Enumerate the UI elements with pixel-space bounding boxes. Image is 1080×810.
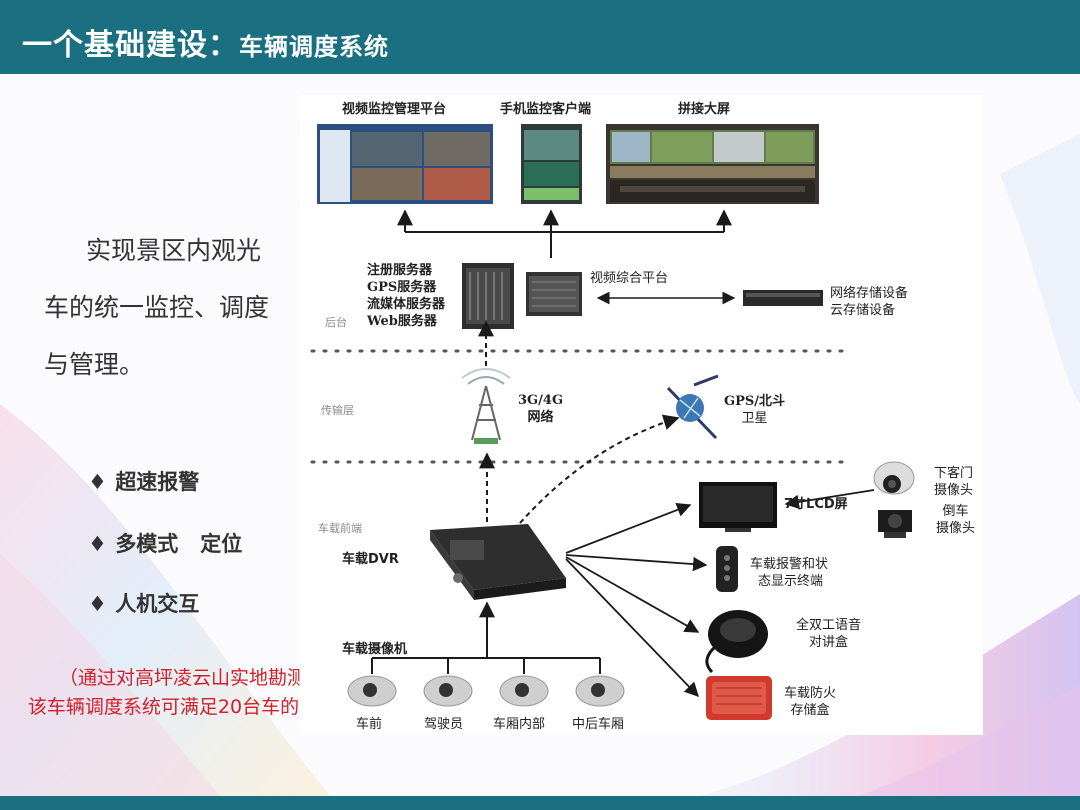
door-camera-label: 下客门 摄像头 [934,465,973,499]
video-wall-screen [606,124,819,204]
feature-label: 人机交互 [115,592,200,616]
label-vehicle-dvr: 车载DVR [342,552,399,567]
rear-camera-line: 摄像头 [936,521,976,536]
footer-bar [0,796,1080,810]
alarm-terminal-line: 车载报警和状 [750,557,829,572]
alarm-terminal-label: 车载报警和状 态显示终端 [750,556,828,590]
server-rack-icon [462,263,514,329]
firebox-line: 车载防火 [784,686,837,701]
storage-device-icon [743,290,823,306]
feature-item: ♦ 人机交互 [88,588,199,618]
intercom-box-icon [705,610,768,674]
page-title-main: 一个基础建设： [22,28,239,63]
diamond-bullet-icon: ♦ [88,592,107,616]
camera-label: 车前 [356,717,383,732]
label-video-platform: 视频监控管理平台 [342,102,447,117]
network-line: 网络 [527,410,554,425]
intro-text: 实现景区内观光 车的统一监控、调度 与管理。 [44,222,280,393]
note-line-1: （通过对高坪凌云山实地勘测， [58,667,325,689]
mobile-client-screen [521,124,582,204]
video-platform-screen [317,124,493,204]
layer-transport: 传输层 [321,404,354,417]
label-vehicle-cameras: 车载摄像机 [342,642,408,657]
rear-camera-label: 倒车 摄像头 [936,503,975,537]
intro-line-2: 车的统一监控、调度 [44,293,270,322]
storage-labels: 网络存储设备 云存储设备 [830,285,908,319]
storage-item: 网络存储设备 [830,286,909,301]
fireproof-box-icon [706,676,772,720]
intercom-line: 全双工语音 [796,618,862,633]
diamond-bullet-icon: ♦ [88,470,107,494]
label-video-integrated-platform: 视频综合平台 [590,271,669,286]
server-item: 流媒体服务器 [367,297,446,312]
label-lcd: 7寸LCD屏 [784,497,848,512]
label-mobile-client: 手机监控客户端 [500,102,592,117]
lcd-monitor-icon [699,482,777,532]
vehicle-camera-icon [575,675,625,707]
vehicle-camera-icon [423,675,473,707]
intro-line-1: 实现景区内观光 [86,236,262,265]
feature-item: ♦ 超速报警 [88,466,199,496]
network-label: 3G/4G 网络 [518,392,563,426]
dome-camera-icon [873,461,915,495]
intro-line-3: 与管理。 [44,350,145,379]
vehicle-camera-icon [347,675,397,707]
page-title-sub: 车辆调度系统 [239,33,389,61]
feature-label: 多模式 定位 [115,532,243,556]
survey-note: （通过对高坪凌云山实地勘测， 该车辆调度系统可满足20台车的调度） [22,664,362,722]
storage-item: 云存储设备 [830,303,896,318]
alarm-terminal-icon [716,546,738,592]
camera-label: 车厢内部 [493,717,546,732]
label-video-wall: 拼接大屏 [678,102,731,117]
server-item: 注册服务器 [367,263,433,278]
alarm-terminal-line: 态显示终端 [758,574,824,589]
feature-item: ♦ 多模式 定位 [88,528,242,558]
header-bar: 一个基础建设：车辆调度系统 [0,0,1080,74]
intercom-label: 全双工语音 对讲盒 [796,617,861,651]
door-camera-line: 下客门 [934,466,974,481]
camera-label: 中后车厢 [572,717,625,732]
video-platform-device-icon [526,272,582,316]
vehicle-dvr-icon [430,524,566,600]
layer-vehicle: 车载前端 [318,522,362,535]
satellite-icon [666,374,719,440]
rear-camera-line: 倒车 [942,504,969,519]
network-line: 3G/4G [518,393,564,408]
firebox-line: 存储盒 [790,703,830,718]
feature-label: 超速报警 [115,470,200,494]
camera-label: 驾驶员 [424,717,464,732]
cell-tower-icon [461,368,511,444]
intercom-line: 对讲盒 [809,635,849,650]
diamond-bullet-icon: ♦ [88,532,107,556]
server-item: GPS服务器 [367,280,437,295]
server-item: Web服务器 [367,314,437,329]
satellite-label: GPS/北斗 卫星 [724,393,785,427]
layer-backend: 后台 [325,316,347,329]
door-camera-line: 摄像头 [934,483,974,498]
note-line-2: 该车辆调度系统可满足20台车的调度） [27,696,357,718]
firebox-label: 车载防火 存储盒 [784,685,836,719]
satellite-line: GPS/北斗 [724,394,786,409]
satellite-line: 卫星 [741,411,768,426]
vehicle-camera-icon [499,675,549,707]
rear-camera-icon [878,510,912,538]
page-title: 一个基础建设：车辆调度系统 [22,20,389,64]
server-list: 注册服务器 GPS服务器 流媒体服务器 Web服务器 [367,262,445,330]
